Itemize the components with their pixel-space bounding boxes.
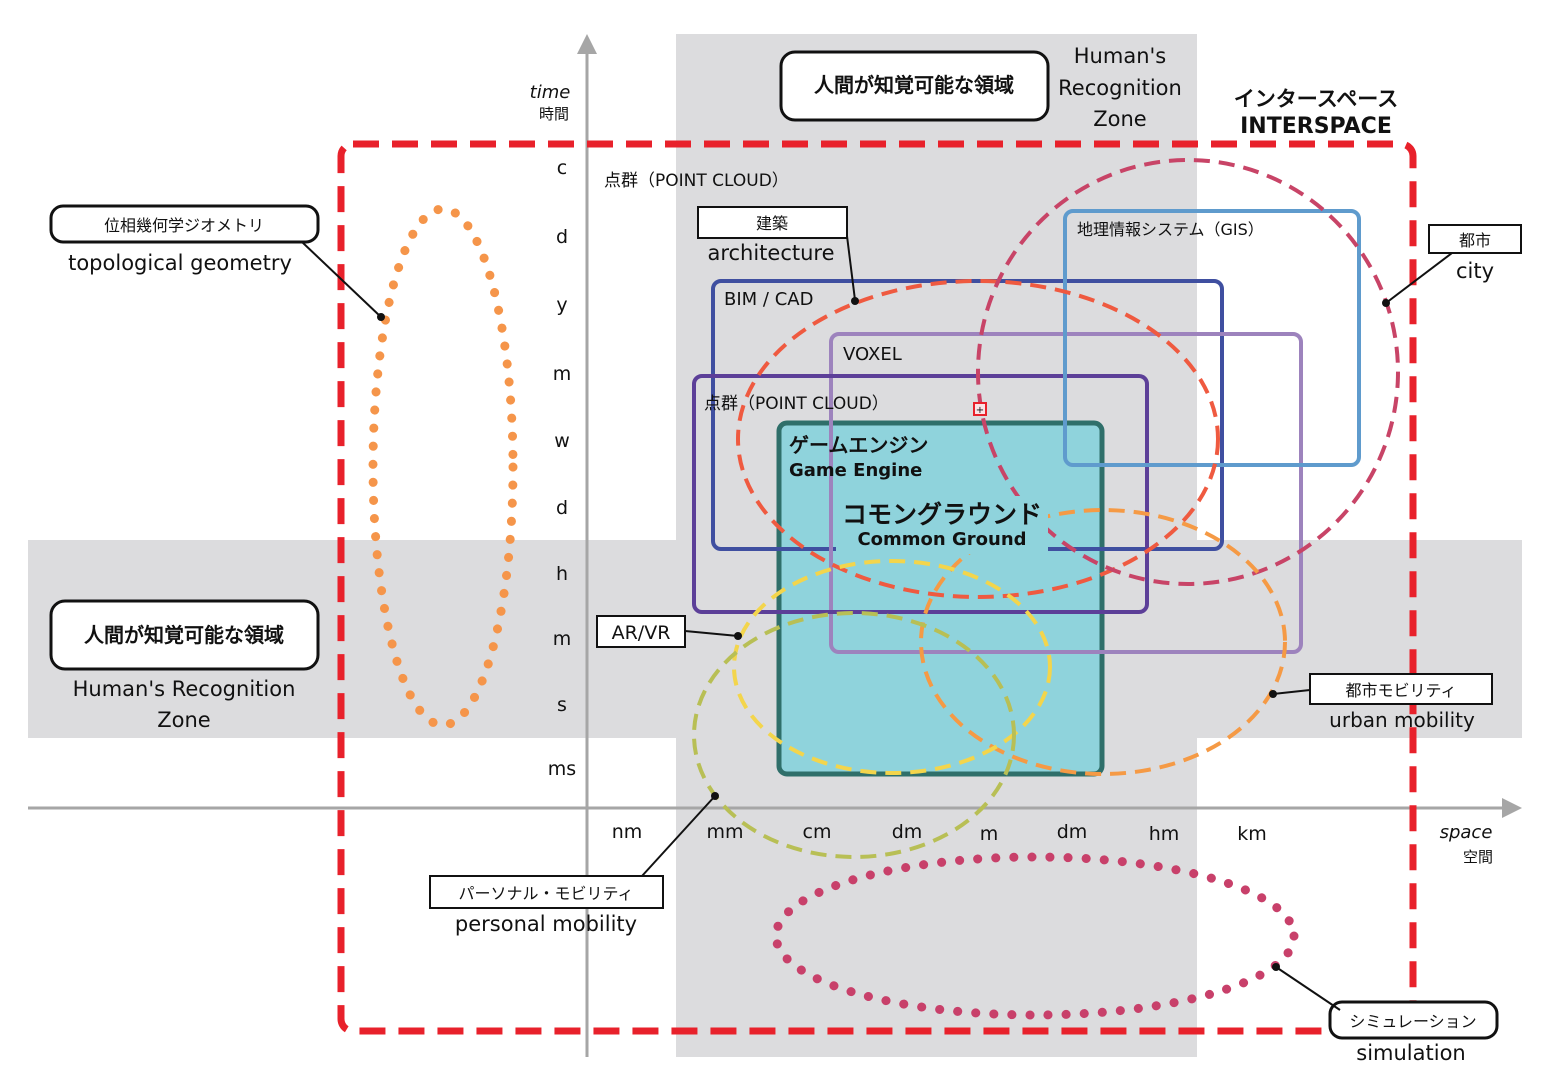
x-tick-label: nm bbox=[612, 821, 643, 843]
topological-dot bbox=[377, 313, 385, 321]
city-leader bbox=[1385, 252, 1453, 304]
topological-ellipse bbox=[368, 204, 518, 730]
urban-mobility-dot bbox=[1269, 690, 1277, 698]
topological-tag bbox=[49, 204, 320, 244]
interspace-label-ja: インタースペース bbox=[1234, 87, 1398, 111]
point-cloud-box bbox=[692, 374, 1149, 614]
top-zone-en-line1: Human's bbox=[1074, 44, 1166, 68]
arvr-ellipse bbox=[732, 559, 1052, 775]
arvr-dot bbox=[734, 632, 742, 640]
arvr-leader bbox=[684, 630, 739, 637]
city-en-label: city bbox=[1456, 259, 1494, 283]
city-ellipse bbox=[976, 158, 1400, 586]
personal-mobility-tag bbox=[429, 875, 664, 909]
center-marker-glyph: + bbox=[976, 405, 984, 416]
left-zone-en-line1: Human's Recognition bbox=[73, 677, 296, 701]
gis-label: 地理情報システム（GIS） bbox=[1077, 220, 1264, 239]
gis-box bbox=[1063, 209, 1361, 467]
x-tick-label: km bbox=[1237, 823, 1267, 845]
urban-mobility-en-label: urban mobility bbox=[1329, 708, 1475, 732]
y-tick-label: m bbox=[553, 628, 572, 650]
y-axis-arrow bbox=[577, 34, 597, 54]
urban-mobility-ellipse bbox=[919, 508, 1287, 776]
y-tick-label: d bbox=[556, 497, 568, 519]
personal-mobility-ja-label: パーソナル・モビリティ bbox=[458, 884, 633, 903]
x-axis-arrow bbox=[1502, 798, 1522, 818]
simulation-en-label: simulation bbox=[1356, 1041, 1465, 1065]
bim-cad-label: BIM / CAD bbox=[724, 289, 813, 310]
y-tick-label: y bbox=[556, 294, 567, 316]
y-tick-label: h bbox=[556, 563, 568, 585]
city-dot bbox=[1382, 299, 1390, 307]
x-tick-label: m bbox=[980, 823, 999, 845]
architecture-en-label: architecture bbox=[707, 241, 834, 265]
arvr-label: AR/VR bbox=[612, 622, 671, 644]
leader-dots bbox=[377, 297, 1390, 971]
architecture-ja-label: 建築 bbox=[756, 214, 788, 233]
y-axis-label-ja: 時間 bbox=[539, 105, 569, 123]
common-ground-label-bg bbox=[836, 496, 1048, 554]
interspace-label-en: INTERSPACE bbox=[1240, 114, 1392, 139]
y-tick-label: ms bbox=[548, 758, 576, 780]
left-zone-badge bbox=[49, 599, 320, 671]
y-tick-label: s bbox=[557, 694, 567, 716]
left-zone-badge-text: 人間が知覚可能な領域 bbox=[84, 623, 284, 647]
topological-leader bbox=[301, 241, 382, 318]
game-engine-ja-label: ゲームエンジン bbox=[789, 433, 928, 457]
left-zone-en-line2: Zone bbox=[157, 708, 210, 732]
topological-ja-label: 位相幾何学ジオメトリ bbox=[104, 216, 264, 235]
architecture-leader bbox=[846, 235, 856, 301]
voxel-label: VOXEL bbox=[843, 344, 902, 365]
personal-mobility-leader bbox=[641, 795, 716, 877]
x-tick-label: cm bbox=[803, 821, 832, 843]
x-axis-label-ja: 空間 bbox=[1463, 848, 1493, 866]
common-ground-en-label: Common Ground bbox=[857, 529, 1026, 550]
city-ja-label: 都市 bbox=[1459, 231, 1491, 250]
architecture-dot bbox=[851, 297, 859, 305]
x-tick-label: dm bbox=[892, 821, 923, 843]
simulation-leader bbox=[1275, 966, 1341, 1011]
personal-mobility-en-label: personal mobility bbox=[455, 912, 637, 936]
y-tick-label: w bbox=[554, 430, 570, 452]
x-tick-label: dm bbox=[1057, 821, 1088, 843]
x-axis-label-en: space bbox=[1440, 822, 1493, 843]
common-ground-ja-label: コモングラウンド bbox=[842, 500, 1042, 529]
personal-mobility-dot bbox=[711, 792, 719, 800]
architecture-ellipse bbox=[736, 279, 1220, 599]
top-zone-badge bbox=[779, 50, 1050, 122]
simulation-ja-label: シミュレーション bbox=[1349, 1012, 1476, 1031]
y-tick-label: c bbox=[557, 157, 567, 179]
personal-mobility-ellipse bbox=[692, 611, 1016, 859]
simulation-tag bbox=[1328, 1000, 1499, 1040]
arvr-tag bbox=[596, 615, 686, 648]
top-zone-en-line2: Recognition bbox=[1058, 76, 1182, 100]
y-tick-label: m bbox=[553, 363, 572, 385]
architecture-tag bbox=[697, 206, 848, 239]
top-zone-badge-text: 人間が知覚可能な領域 bbox=[814, 73, 1014, 97]
topological-en-label: topological geometry bbox=[68, 251, 292, 275]
point-cloud-label: 点群（POINT CLOUD） bbox=[704, 394, 889, 414]
urban-mobility-tag bbox=[1309, 673, 1493, 705]
urban-mobility-ja-label: 都市モビリティ bbox=[1345, 681, 1456, 700]
x-tick-label: hm bbox=[1149, 823, 1180, 845]
game-engine-en-label: Game Engine bbox=[789, 460, 922, 481]
urban-mobility-leader bbox=[1272, 689, 1311, 695]
simulation-dot bbox=[1272, 963, 1280, 971]
x-tick-label: mm bbox=[706, 821, 743, 843]
y-tick-label: d bbox=[556, 226, 568, 248]
top-zone-en-line3: Zone bbox=[1093, 107, 1146, 131]
city-tag bbox=[1428, 224, 1522, 254]
center-marker bbox=[973, 402, 987, 416]
simulation-ellipse bbox=[771, 852, 1299, 1020]
interspace-frame bbox=[337, 140, 1417, 1035]
leader-lines bbox=[301, 235, 1453, 1011]
y-axis-label-en: time bbox=[530, 82, 571, 103]
point-cloud-top-label: 点群（POINT CLOUD） bbox=[604, 171, 789, 191]
